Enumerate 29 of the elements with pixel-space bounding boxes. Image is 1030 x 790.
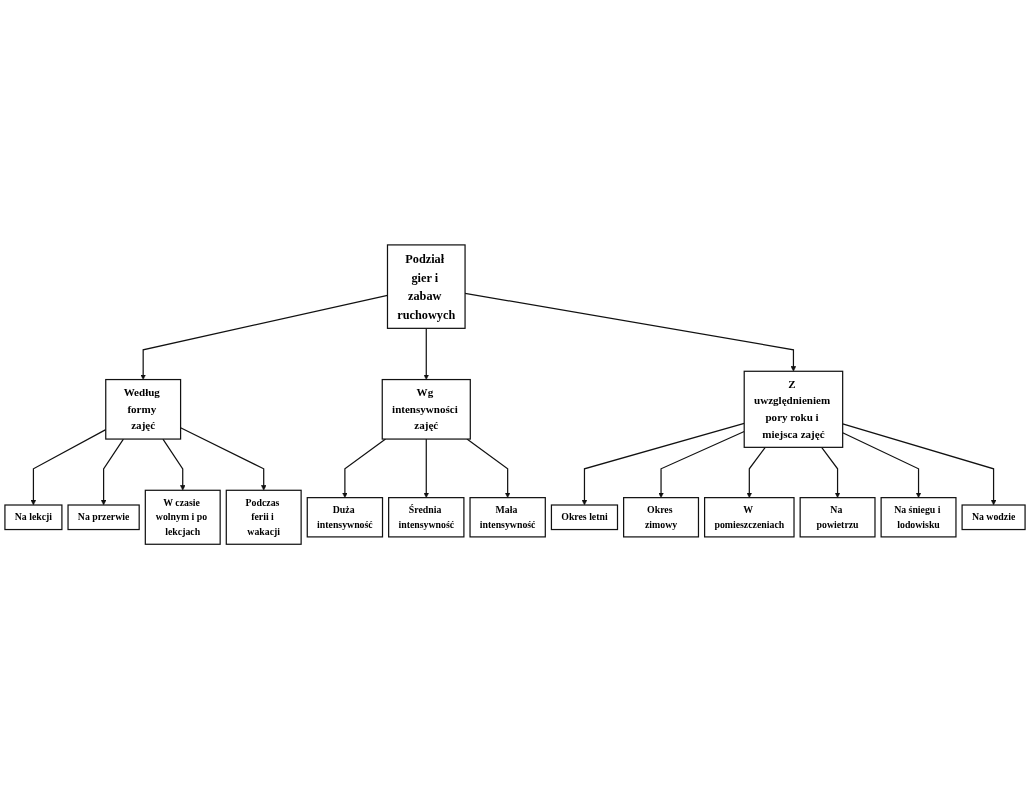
arrow xyxy=(821,447,841,499)
node-box: Na przerwie xyxy=(67,504,140,531)
arrow xyxy=(842,423,997,506)
node-box: Okres zimowy xyxy=(623,497,700,538)
node-box: Na wodzie xyxy=(961,504,1026,531)
node-box: Na lekcji xyxy=(4,504,63,531)
arrow xyxy=(466,438,511,499)
arrow xyxy=(423,438,429,499)
node-box: W pomieszczeniach xyxy=(704,497,795,538)
node-box: Na śniegu i lodowisku xyxy=(880,497,957,538)
arrow xyxy=(581,423,745,506)
arrow xyxy=(658,431,745,499)
node-box: Okres letni xyxy=(550,504,619,531)
arrow xyxy=(842,432,922,499)
node-box: Średnia intensywność xyxy=(388,497,465,538)
arrow xyxy=(423,328,429,381)
node-box: Z uwzględnieniem pory roku i miejsca zajęć xyxy=(743,371,844,449)
arrow xyxy=(162,438,186,491)
node-box: Podział gier i zabaw ruchowych xyxy=(386,244,466,330)
node-box: Na powietrzu xyxy=(799,497,876,538)
arrow xyxy=(746,447,766,499)
arrow xyxy=(342,438,387,499)
arrow xyxy=(100,438,124,506)
node-box: W czasie wolnym i po lekcjach xyxy=(144,490,221,546)
node-box: Wg intensywności zajęć xyxy=(381,379,471,441)
node-box: Mała intensywność xyxy=(469,497,546,538)
node-box: Podczas ferii i wakacji xyxy=(225,490,302,546)
node-box: Duża intensywność xyxy=(306,497,384,538)
node-box: Według formy zajęć xyxy=(105,379,182,441)
